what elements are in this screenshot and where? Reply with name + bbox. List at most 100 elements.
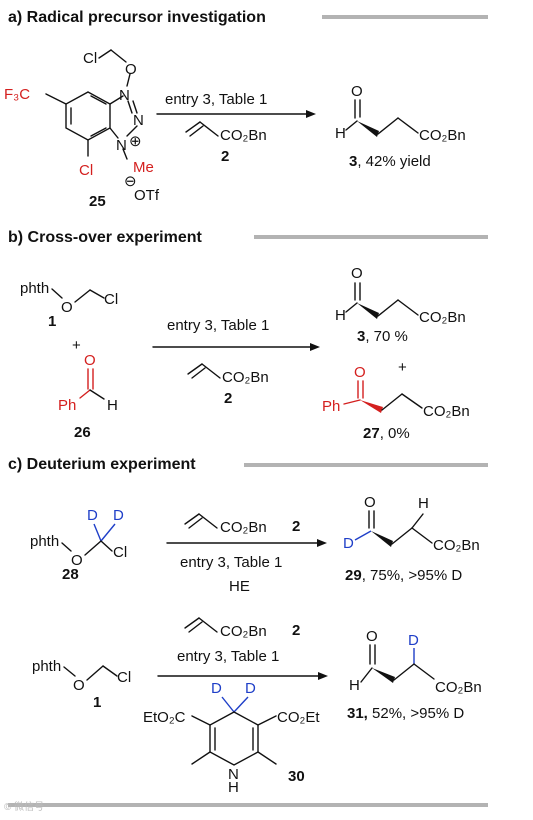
acrylate-b: CO₂Bn (187, 363, 269, 386)
compound-1-structure-b: phth O Cl (20, 280, 118, 316)
svg-text:O: O (366, 628, 378, 645)
atom-me-25: Me (133, 159, 154, 176)
svg-text:CO₂Bn: CO₂Bn (423, 403, 470, 420)
condition-b: entry 3, Table 1 (167, 317, 269, 334)
product-29-structure: O D H CO₂Bn (343, 494, 480, 554)
svg-text:H: H (335, 307, 346, 324)
svg-text:N: N (228, 766, 239, 783)
atom-cl-25: Cl (83, 50, 97, 67)
compound-25-label: 25 (89, 193, 106, 210)
reagent-2-label-c1: 2 (292, 518, 300, 535)
svg-text:O: O (351, 83, 363, 100)
svg-text:O: O (364, 494, 376, 511)
svg-text:phth: phth (30, 533, 59, 550)
minus-charge-25: ⊖ (124, 173, 137, 190)
svg-text:CO₂Bn: CO₂Bn (419, 127, 466, 144)
condition-c2: entry 3, Table 1 (177, 648, 279, 665)
reagent-2-label-b: 2 (224, 390, 232, 407)
atom-f3c-25: F₃C (4, 86, 30, 103)
svg-text:H: H (107, 397, 118, 414)
svg-text:CO₂Bn: CO₂Bn (419, 309, 466, 326)
compound-30-structure: D D EtO₂C CO₂Et N H (143, 680, 320, 796)
arrow-head-a (306, 110, 316, 118)
svg-text:CO₂Bn: CO₂Bn (220, 519, 267, 536)
product-27-structure: O Ph CO₂Bn (322, 364, 470, 420)
svg-text:D: D (87, 507, 98, 524)
atom-n2-25: N (133, 112, 144, 129)
arrow-head-c1 (317, 539, 327, 547)
watermark: © 微信号 (4, 800, 44, 813)
condition-a: entry 3, Table 1 (165, 91, 267, 108)
compound-28-label: 28 (62, 566, 79, 583)
arrow-head-c2 (318, 672, 328, 680)
atom-otf-25: OTf (134, 187, 160, 204)
product-31-result: 31, 52%, >95% D (347, 705, 464, 722)
compound-1-structure-c: phth O Cl (32, 658, 131, 694)
svg-text:phth: phth (32, 658, 61, 675)
section-a-title: a) Radical precursor investigation (8, 9, 266, 26)
svg-text:Cl: Cl (117, 669, 131, 686)
product-3-structure-b: O H CO₂Bn (335, 265, 466, 326)
condition-c1: entry 3, Table 1 (180, 554, 282, 571)
product-3-structure-a: O H CO₂Bn (335, 83, 466, 144)
compound-26-label: 26 (74, 424, 91, 441)
svg-text:Cl: Cl (113, 544, 127, 561)
svg-text:H: H (335, 125, 346, 142)
atom-cl2-25: Cl (79, 162, 93, 179)
section-a: a) Radical precursor investigation Cl (4, 9, 488, 210)
svg-text:O: O (73, 677, 85, 694)
plus-sign-b: + (72, 337, 81, 354)
svg-text:O: O (351, 265, 363, 282)
svg-text:Ph: Ph (58, 397, 76, 414)
compound-25-structure: Cl O N N N ⊕ Me F₃C Cl ⊖ OTf 25 (4, 49, 160, 210)
acrylate-c2: CO₂Bn (184, 617, 267, 640)
acrylate-c1: CO₂Bn (184, 513, 267, 536)
svg-text:CO₂Bn: CO₂Bn (220, 623, 267, 640)
svg-text:O: O (354, 364, 366, 381)
svg-text:CO₂Bn: CO₂Bn (435, 679, 482, 696)
acrylate-a: CO₂Bn (185, 121, 267, 144)
section-b-title: b) Cross-over experiment (8, 229, 203, 246)
atom-n1-25: N (119, 87, 130, 104)
svg-text:CO₂Et: CO₂Et (277, 709, 320, 726)
svg-text:O: O (61, 299, 73, 316)
compound-26-structure: O Ph H (58, 352, 118, 414)
plus-sign-b2: + (398, 359, 407, 376)
atom-o-25: O (125, 61, 137, 78)
reagent-2-label-a: 2 (221, 148, 229, 165)
svg-text:O: O (71, 552, 83, 569)
compound-30-label: 30 (288, 768, 305, 785)
he-label: HE (229, 578, 250, 595)
compound-1-label-c: 1 (93, 694, 101, 711)
plus-charge-25: ⊕ (129, 133, 142, 150)
section-c: c) Deuterium experiment D D phth O Cl 28… (8, 456, 488, 796)
svg-text:EtO₂C: EtO₂C (143, 709, 186, 726)
compound-28-structure: D D phth O Cl (30, 507, 127, 569)
product-31-structure: O H D CO₂Bn (349, 628, 482, 696)
svg-text:D: D (408, 632, 419, 649)
compound-1-label-b: 1 (48, 313, 56, 330)
arrow-head-b (310, 343, 320, 351)
svg-text:CO₂Bn: CO₂Bn (222, 369, 269, 386)
svg-text:Ph: Ph (322, 398, 340, 415)
section-b: b) Cross-over experiment phth O Cl 1 + O… (8, 229, 488, 442)
product-3-result-a: 3, 42% yield (349, 153, 431, 170)
svg-text:CO₂Bn: CO₂Bn (433, 537, 480, 554)
section-c-title: c) Deuterium experiment (8, 456, 196, 473)
svg-text:D: D (343, 535, 354, 552)
atom-n3-25: N (116, 137, 127, 154)
product-29-result: 29, 75%, >95% D (345, 567, 462, 584)
svg-text:Cl: Cl (104, 291, 118, 308)
svg-text:H: H (228, 779, 239, 796)
svg-text:H: H (349, 677, 360, 694)
svg-text:CO₂Bn: CO₂Bn (220, 127, 267, 144)
svg-text:D: D (113, 507, 124, 524)
svg-text:O: O (84, 352, 96, 369)
product-27-result: 27, 0% (363, 425, 410, 442)
svg-text:phth: phth (20, 280, 49, 297)
svg-text:D: D (245, 680, 256, 697)
product-3-result-b: 3, 70 % (357, 328, 408, 345)
reagent-2-label-c2: 2 (292, 622, 300, 639)
svg-text:D: D (211, 680, 222, 697)
